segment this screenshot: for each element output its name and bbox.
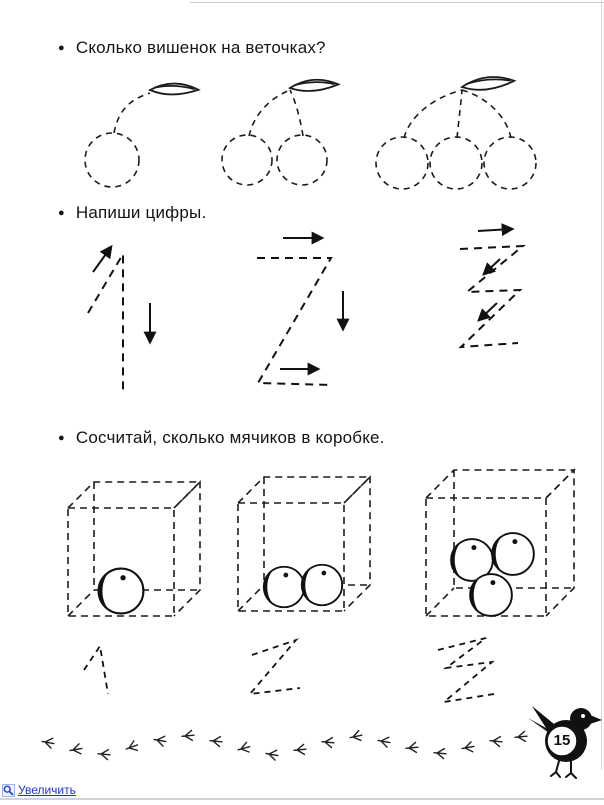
task-3-title: Сосчитай, сколько мячиков в коробке. [75, 428, 385, 447]
task-3-heading: ● Сосчитай, сколько мячиков в коробке. [58, 428, 385, 448]
task-2-title: Напиши цифры. [75, 203, 207, 222]
traceable-numeral-3 [458, 223, 526, 349]
stroke-arrow-icon [477, 302, 498, 322]
page-number-circle [546, 725, 578, 757]
bird-icon [528, 706, 602, 779]
cherry-branch-3 [375, 76, 537, 190]
scan-artifact-right [601, 0, 602, 770]
task-1-heading: ● Сколько вишенок на веточках? [58, 38, 326, 58]
box-with-3-balls [425, 468, 576, 617]
zoom-link-label: Увеличить [18, 783, 76, 797]
task-2-heading: ● Напиши цифры. [58, 203, 206, 223]
traceable-numeral-2 [256, 231, 350, 386]
ball-icon [300, 563, 344, 607]
dashed-count-numeral-1 [83, 643, 109, 695]
dashed-count-numeral-2 [247, 638, 301, 696]
bullet-icon: ● [58, 41, 65, 54]
traceable-numeral-1 [87, 244, 157, 392]
page-number: 15 [553, 732, 571, 749]
dashed-count-numeral-3 [437, 637, 495, 704]
magnifier-icon [2, 783, 15, 797]
zoom-link[interactable]: Увеличить [2, 783, 76, 797]
cherry-branch-1 [84, 82, 201, 188]
ball-icon [469, 573, 513, 617]
bullet-icon: ● [58, 431, 65, 444]
ball-icon [262, 565, 306, 609]
ball-icon [97, 567, 145, 615]
ball-icon [491, 532, 535, 576]
stroke-arrow-icon [92, 244, 113, 273]
scan-artifact-top [190, 2, 604, 3]
stroke-arrow-icon [477, 223, 515, 237]
cherry-branch-2 [221, 78, 341, 186]
box-with-1-ball [67, 480, 202, 617]
task-1-title: Сколько вишенок на веточках? [75, 38, 326, 57]
bird-footprints-trail-icon [40, 729, 529, 762]
scan-artifact-bottom [0, 798, 604, 800]
bullet-icon: ● [58, 206, 65, 219]
stroke-arrow-icon [482, 258, 501, 276]
